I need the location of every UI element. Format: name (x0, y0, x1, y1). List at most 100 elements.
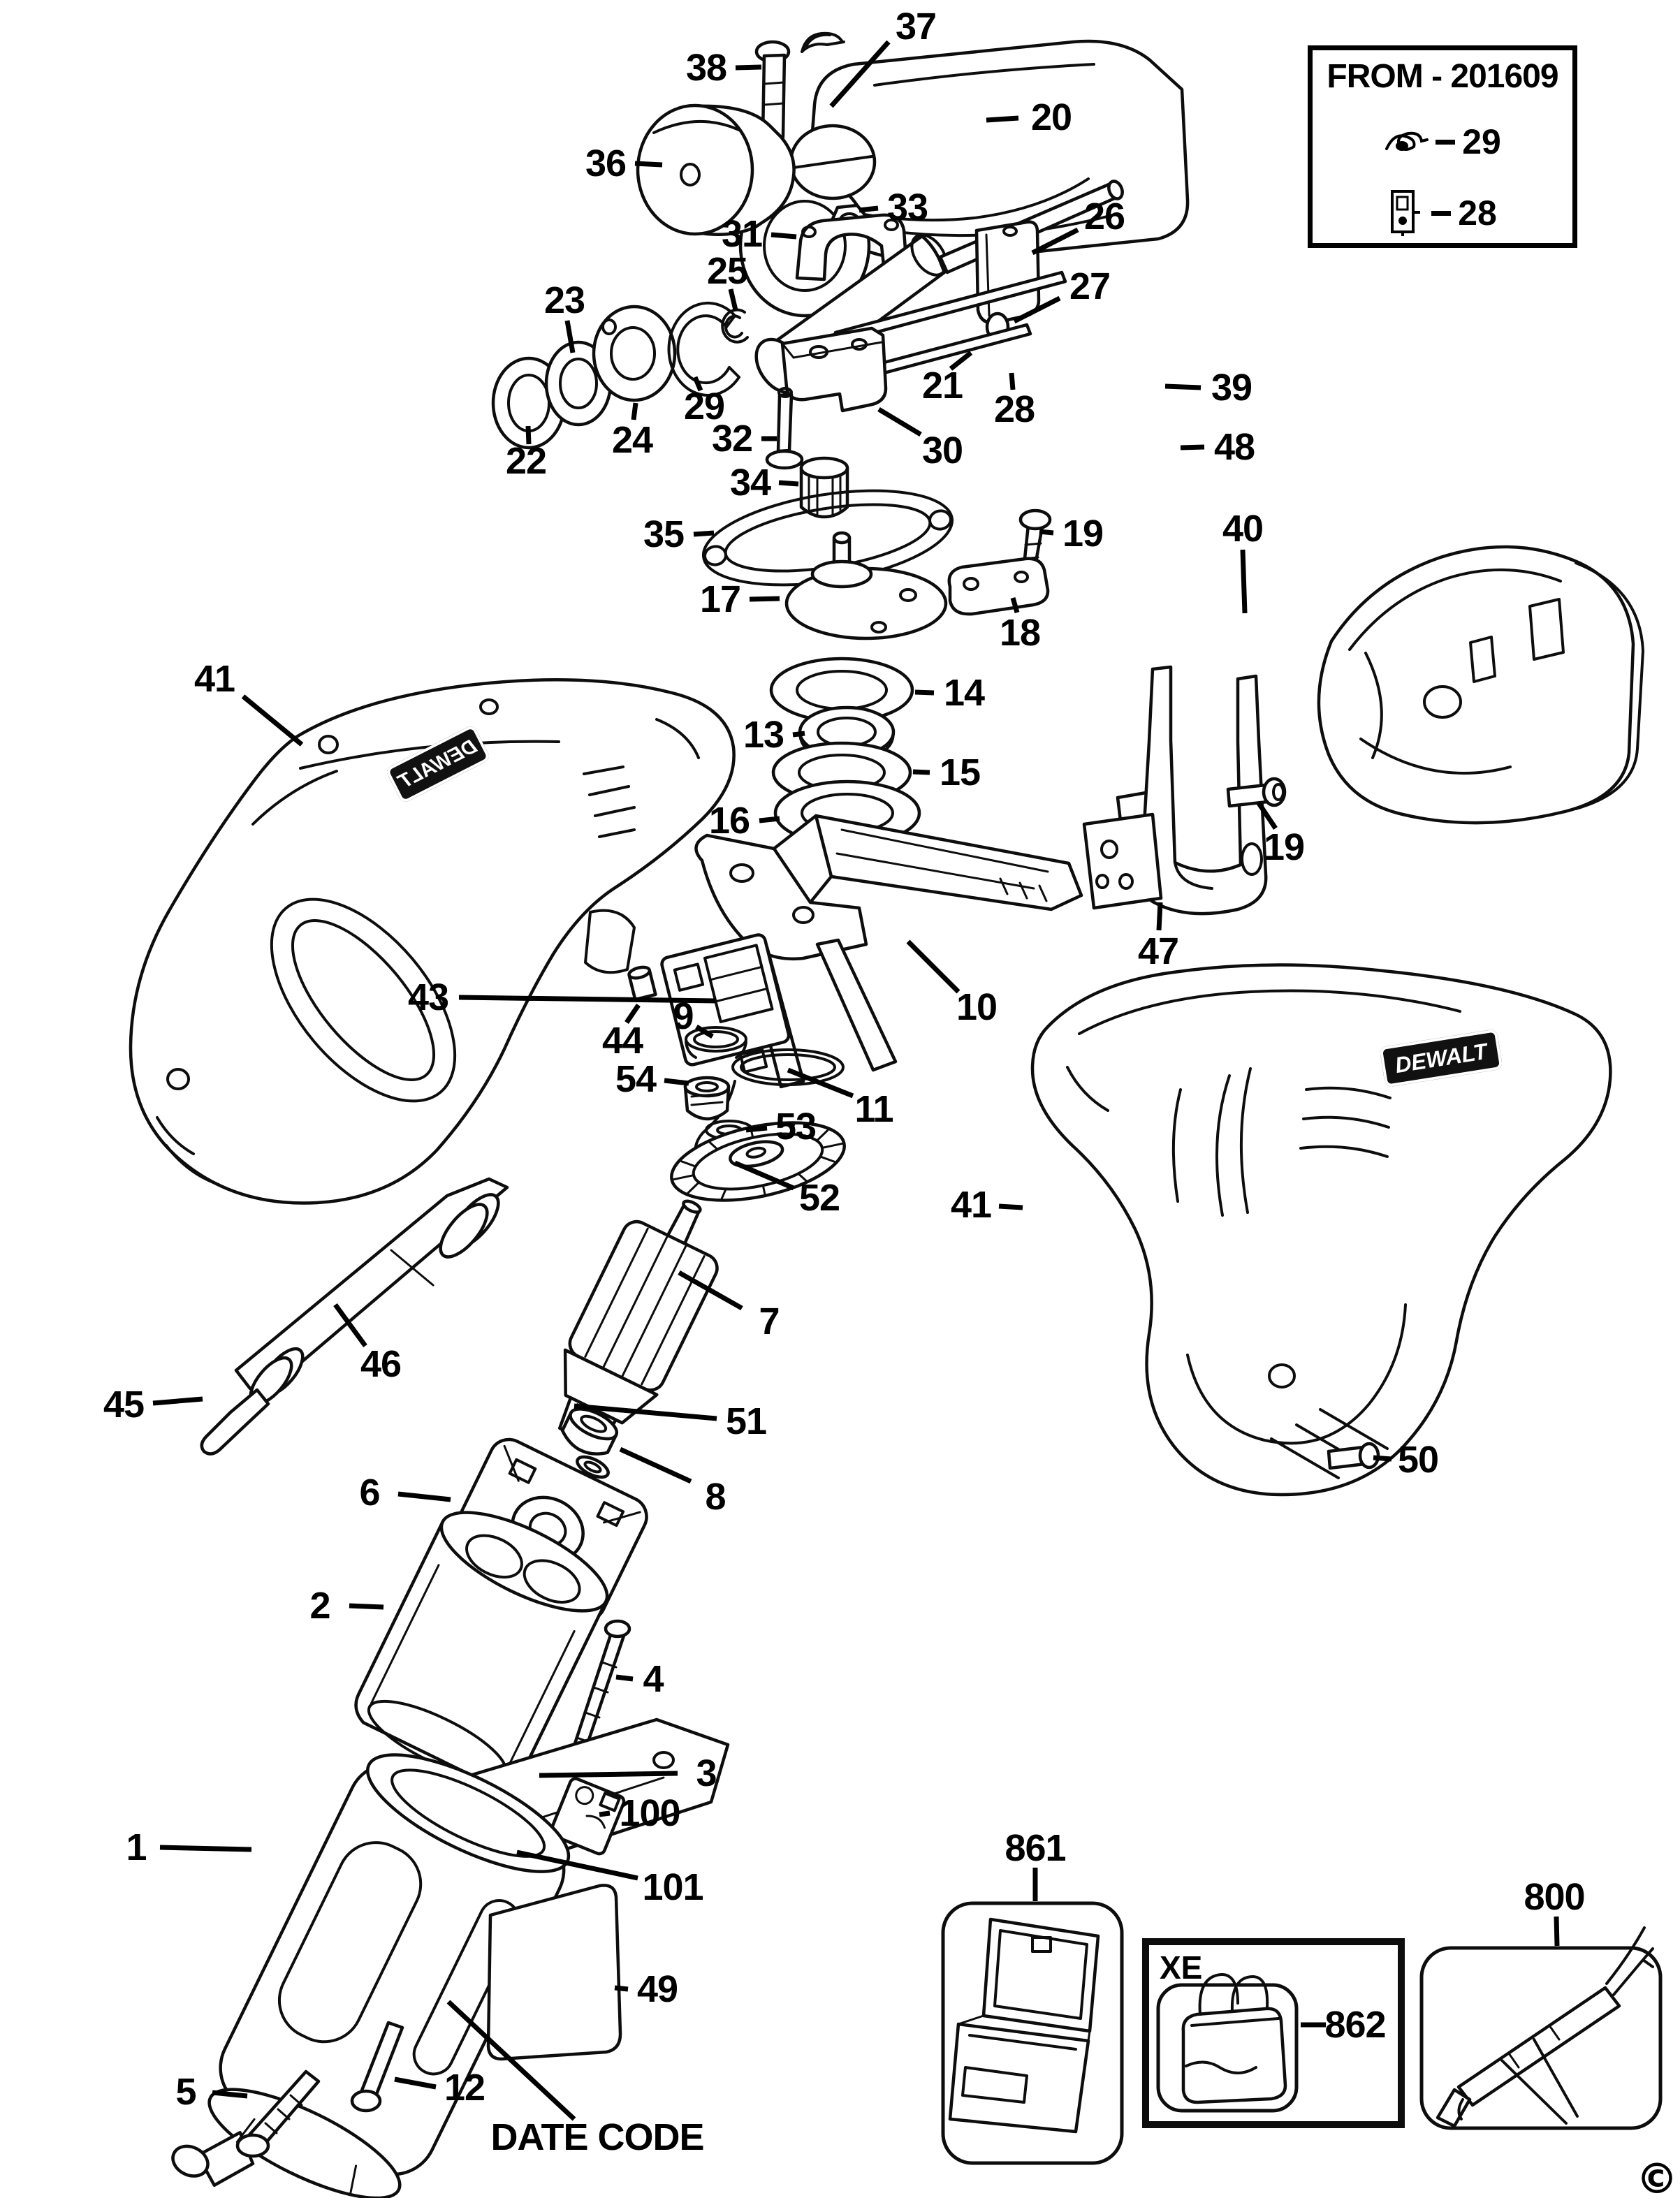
part-label-41: 41 (950, 1184, 992, 1226)
part-label-47: 47 (1137, 930, 1179, 972)
part-label-50: 50 (1397, 1439, 1439, 1481)
part-label-27: 27 (1069, 265, 1111, 307)
leader-16-28 (759, 816, 780, 823)
leader-36-3 (634, 161, 663, 168)
leader-20-2 (986, 115, 1019, 123)
part-label-28: 28 (993, 388, 1035, 430)
leader-12-55 (394, 2076, 437, 2090)
leader-11-37 (787, 1067, 854, 1099)
leader-9-35 (695, 1025, 714, 1039)
plunger-shaft-46 (200, 1177, 509, 1456)
part-label-35: 35 (643, 513, 685, 555)
part-label-39: 39 (1211, 367, 1252, 409)
spring-37 (801, 31, 845, 53)
leader-51-44 (574, 1403, 717, 1421)
part-label-44: 44 (601, 1020, 643, 1062)
leader-52-39 (733, 1160, 795, 1191)
cam-plate-24 (592, 305, 677, 402)
inset-part-28: 28 (1458, 193, 1497, 233)
pin-32 (765, 387, 804, 470)
inset-part-29: 29 (1462, 122, 1501, 161)
part-label-40: 40 (1222, 508, 1264, 550)
leader-19-21 (1039, 529, 1054, 536)
inset-row-29: 29 (1313, 122, 1572, 162)
part-label-26: 26 (1083, 196, 1125, 237)
leader-7-41 (678, 1270, 743, 1311)
part-label-51: 51 (725, 1400, 767, 1442)
leader-101-52 (516, 1849, 638, 1881)
part-label-12: 12 (444, 2067, 485, 2109)
part-label-48: 48 (1213, 426, 1255, 468)
kit-box-861 (941, 1901, 1124, 2165)
leader-2-47 (349, 1603, 384, 1610)
spring-icon (1385, 131, 1429, 151)
leader-47-31 (1156, 902, 1163, 931)
part-label-11: 11 (854, 1088, 893, 1130)
part-label-1: 1 (126, 1826, 147, 1868)
screw-5 (235, 2069, 321, 2158)
pin-19 (1226, 777, 1287, 808)
brand-text: DEWALT (1393, 1038, 1489, 1078)
part-label-20: 20 (1030, 96, 1072, 138)
part-label-41: 41 (193, 658, 235, 700)
leader-6-45 (397, 1491, 451, 1502)
pin-44 (627, 965, 657, 1002)
date-code-label: DATE CODE (490, 2116, 704, 2158)
retaining-ring-29 (667, 301, 740, 397)
dash (1436, 139, 1456, 145)
part-label-33: 33 (886, 186, 928, 228)
leader-4-48 (615, 1674, 634, 1682)
part-label-4: 4 (643, 1658, 664, 1700)
o-ring-9 (685, 1026, 747, 1059)
part-label-8: 8 (705, 1476, 726, 1518)
part-label-6: 6 (359, 1472, 380, 1514)
leader-date-code-label-60 (446, 2000, 576, 2121)
leader-24-14 (631, 402, 638, 420)
part-label-7: 7 (759, 1301, 780, 1342)
part-label-54: 54 (615, 1058, 657, 1100)
part-label-34: 34 (729, 462, 771, 504)
leader-50-56 (1373, 1455, 1392, 1462)
part-label-2: 2 (309, 1585, 330, 1627)
inset-row-28: 28 (1313, 189, 1572, 237)
part-label-18: 18 (999, 612, 1041, 654)
housing-right-41 (1030, 963, 1612, 1497)
leader-22-17 (525, 425, 532, 445)
leader-1-51 (159, 1845, 252, 1852)
part-label-862: 862 (1324, 2004, 1386, 2046)
kit-box-862: XE (1142, 1938, 1405, 2128)
leader-33-4 (859, 205, 879, 213)
leader-41-32 (241, 694, 304, 747)
leader-8-46 (619, 1446, 692, 1484)
part-label-23: 23 (543, 279, 585, 321)
cam-plate-18 (947, 557, 1050, 616)
leader-43-33 (458, 995, 716, 1004)
xe-variant-tag: XE (1160, 1949, 1202, 1986)
part-label-101: 101 (642, 1866, 703, 1908)
leader-37-0 (829, 40, 891, 108)
part-label-43: 43 (407, 976, 449, 1018)
leader-41-40 (998, 1203, 1023, 1210)
leader-39-12 (1164, 383, 1201, 390)
leader-34-19 (778, 480, 799, 487)
part-label-30: 30 (921, 430, 963, 471)
leader-46-42 (333, 1303, 367, 1348)
blade-clamp-47 (1082, 665, 1268, 916)
leader-100-50 (599, 1810, 611, 1817)
dash (1431, 210, 1452, 216)
part-label-861: 861 (1005, 1827, 1066, 1869)
part-label-10: 10 (956, 986, 998, 1028)
part-label-25: 25 (706, 250, 748, 292)
leader-3-49 (539, 1771, 678, 1778)
leader-13-26 (792, 731, 805, 738)
leader-40-22 (1240, 549, 1248, 614)
switch-icon (1391, 190, 1421, 236)
bearing-51 (560, 1407, 619, 1479)
leader-26-5 (1031, 227, 1079, 256)
leader-27-8 (1013, 295, 1061, 324)
part-label-800: 800 (1524, 1876, 1585, 1918)
field-2 (354, 1511, 609, 1789)
part-label-14: 14 (943, 672, 985, 714)
part-label-32: 32 (711, 418, 753, 460)
